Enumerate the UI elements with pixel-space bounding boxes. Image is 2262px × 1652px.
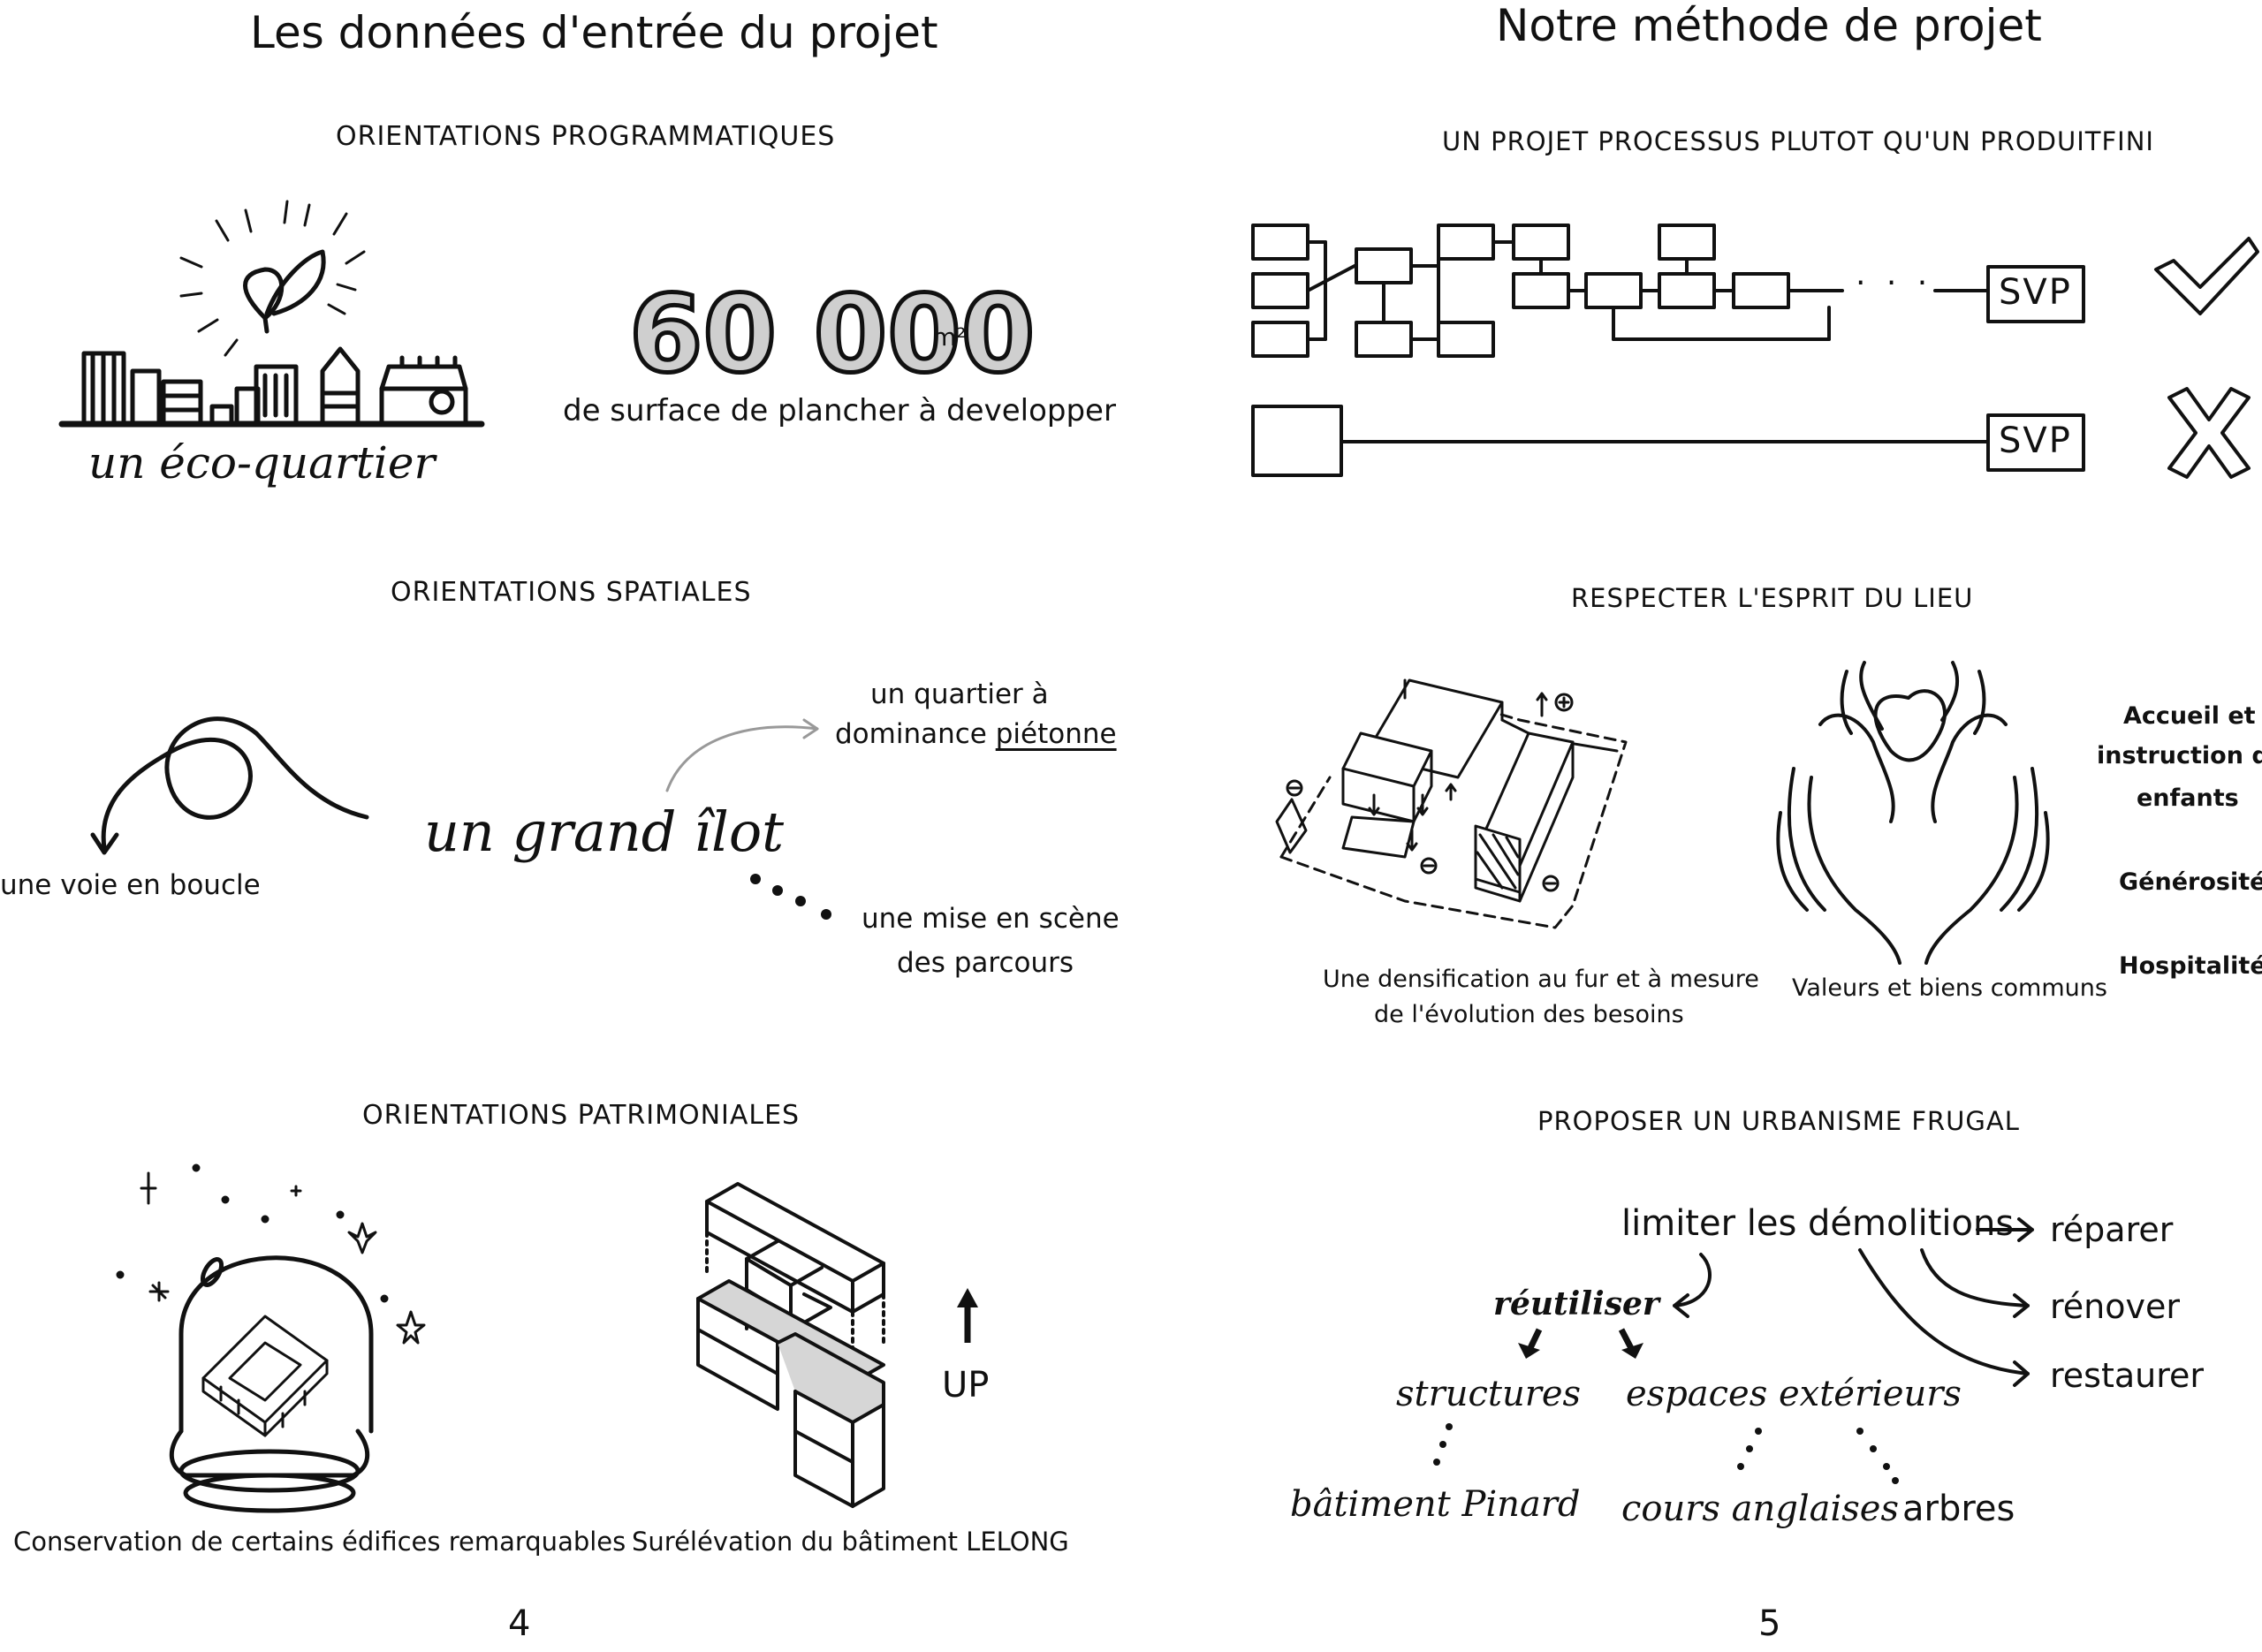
welcome-line1: Accueil et xyxy=(2123,702,2256,730)
process-diagram xyxy=(1251,224,2259,479)
frugal-arrows xyxy=(1673,1217,2034,1387)
welcome-line3: enfants xyxy=(2137,784,2239,812)
pinard-building-label: bâtiment Pinard xyxy=(1290,1484,1581,1525)
raise-caption: Surélévation du bâtiment LELONG xyxy=(632,1527,1069,1557)
densification-line2: de l'évolution des besoins xyxy=(1374,1001,1684,1028)
routes-line1: une mise en scène xyxy=(862,903,1120,935)
pedestrian-arrowhead-icon xyxy=(802,718,819,739)
loop-road-arrowhead-icon xyxy=(90,832,119,855)
spatial-heading: ORIENTATIONS SPATIALES xyxy=(391,577,752,608)
eco-quartier-illustration xyxy=(58,200,485,428)
heritage-heading: ORIENTATIONS PATRIMONIALES xyxy=(362,1100,801,1131)
left-page-title: Les données d'entrée du projet xyxy=(250,7,938,58)
surface-big-number: 60 000 xyxy=(626,272,1036,399)
values-caption: Valeurs et biens communs xyxy=(1792,974,2107,1002)
frugal-dots xyxy=(1433,1423,1899,1484)
check-icon xyxy=(2154,237,2259,315)
generosity-label: Générosité xyxy=(2119,868,2262,896)
reuse-branch-arrows xyxy=(1518,1328,1643,1359)
heritage-building-icon xyxy=(201,1315,329,1437)
loop-road-caption: une voie en boucle xyxy=(0,869,261,901)
right-page-title: Notre méthode de projet xyxy=(1496,0,2042,51)
cross-icon xyxy=(2167,387,2251,479)
grand-ilot-label: un grand îlot xyxy=(424,799,785,864)
pedestrian-dominance: dominance xyxy=(835,718,996,750)
sun-rays-icon xyxy=(179,200,366,357)
outdoor-spaces-label: espaces extérieurs xyxy=(1626,1374,1962,1414)
hospitality-label: Hospitalité xyxy=(2119,952,2262,980)
svp-label-good: SVP xyxy=(1999,272,2072,313)
svp-label-bad: SVP xyxy=(1999,421,2072,461)
surface-unit: m² xyxy=(932,322,967,352)
loop-road-icon xyxy=(101,716,369,851)
reuse-label: réutiliser xyxy=(1493,1285,1659,1322)
densification-line1: Une densification au fur et à mesure xyxy=(1323,966,1759,993)
ellipsis-dots-icon xyxy=(750,874,831,920)
eco-quartier-caption: un éco-quartier xyxy=(88,437,436,489)
bell-jar-illustration xyxy=(116,1163,426,1513)
surface-caption: de surface de plancher à developper xyxy=(563,393,1116,428)
english-courts-label: cours anglaises xyxy=(1621,1489,1899,1529)
pedestrian-word: piétonne xyxy=(995,718,1117,750)
restore-label: restaurer xyxy=(2050,1356,2205,1395)
trees-label: arbres xyxy=(1902,1489,2015,1529)
arrow-repair-icon xyxy=(1976,1217,2034,1242)
process-heading: UN PROJET PROCESSUS PLUTOT QU'UN PRODUIT… xyxy=(1442,126,2154,156)
right-page-number: 5 xyxy=(1758,1603,1781,1644)
repair-label: réparer xyxy=(2050,1210,2174,1249)
arrow-restore-icon xyxy=(1858,1248,2030,1387)
up-arrow-icon xyxy=(957,1288,978,1343)
programmatic-heading: ORIENTATIONS PROGRAMMATIQUES xyxy=(336,121,836,152)
structures-label: structures xyxy=(1396,1374,1582,1414)
welcome-line2: instruction des xyxy=(2097,742,2262,769)
hands-heart-icon xyxy=(1776,661,2050,965)
arrow-reuse-icon xyxy=(1673,1253,1712,1318)
leaf-icon xyxy=(243,249,326,334)
densification-plan-illustration xyxy=(1275,678,1628,929)
up-label: UP xyxy=(942,1365,990,1406)
left-page-number: 4 xyxy=(508,1603,531,1644)
routes-line2: des parcours xyxy=(897,947,1074,979)
renovate-label: rénover xyxy=(2050,1287,2180,1326)
pedestrian-line1: un quartier à xyxy=(870,678,1049,710)
raised-building-illustration xyxy=(696,1182,978,1508)
city-skyline-icon xyxy=(58,346,485,428)
conservation-caption: Conservation de certains édifices remarq… xyxy=(13,1527,626,1557)
pedestrian-line2: dominance piétonne xyxy=(835,718,1117,750)
spirit-heading: RESPECTER L'ESPRIT DU LIEU xyxy=(1571,583,1974,613)
pedestrian-arrow-icon xyxy=(665,725,819,792)
sparkle-icons xyxy=(116,1163,426,1345)
arrow-renovate-icon xyxy=(1920,1248,2030,1318)
limit-demolitions: limiter les démolitions xyxy=(1621,1203,2015,1244)
frugal-heading: PROPOSER UN URBANISME FRUGAL xyxy=(1537,1106,2020,1136)
process-dots: · · · xyxy=(1856,265,1933,301)
